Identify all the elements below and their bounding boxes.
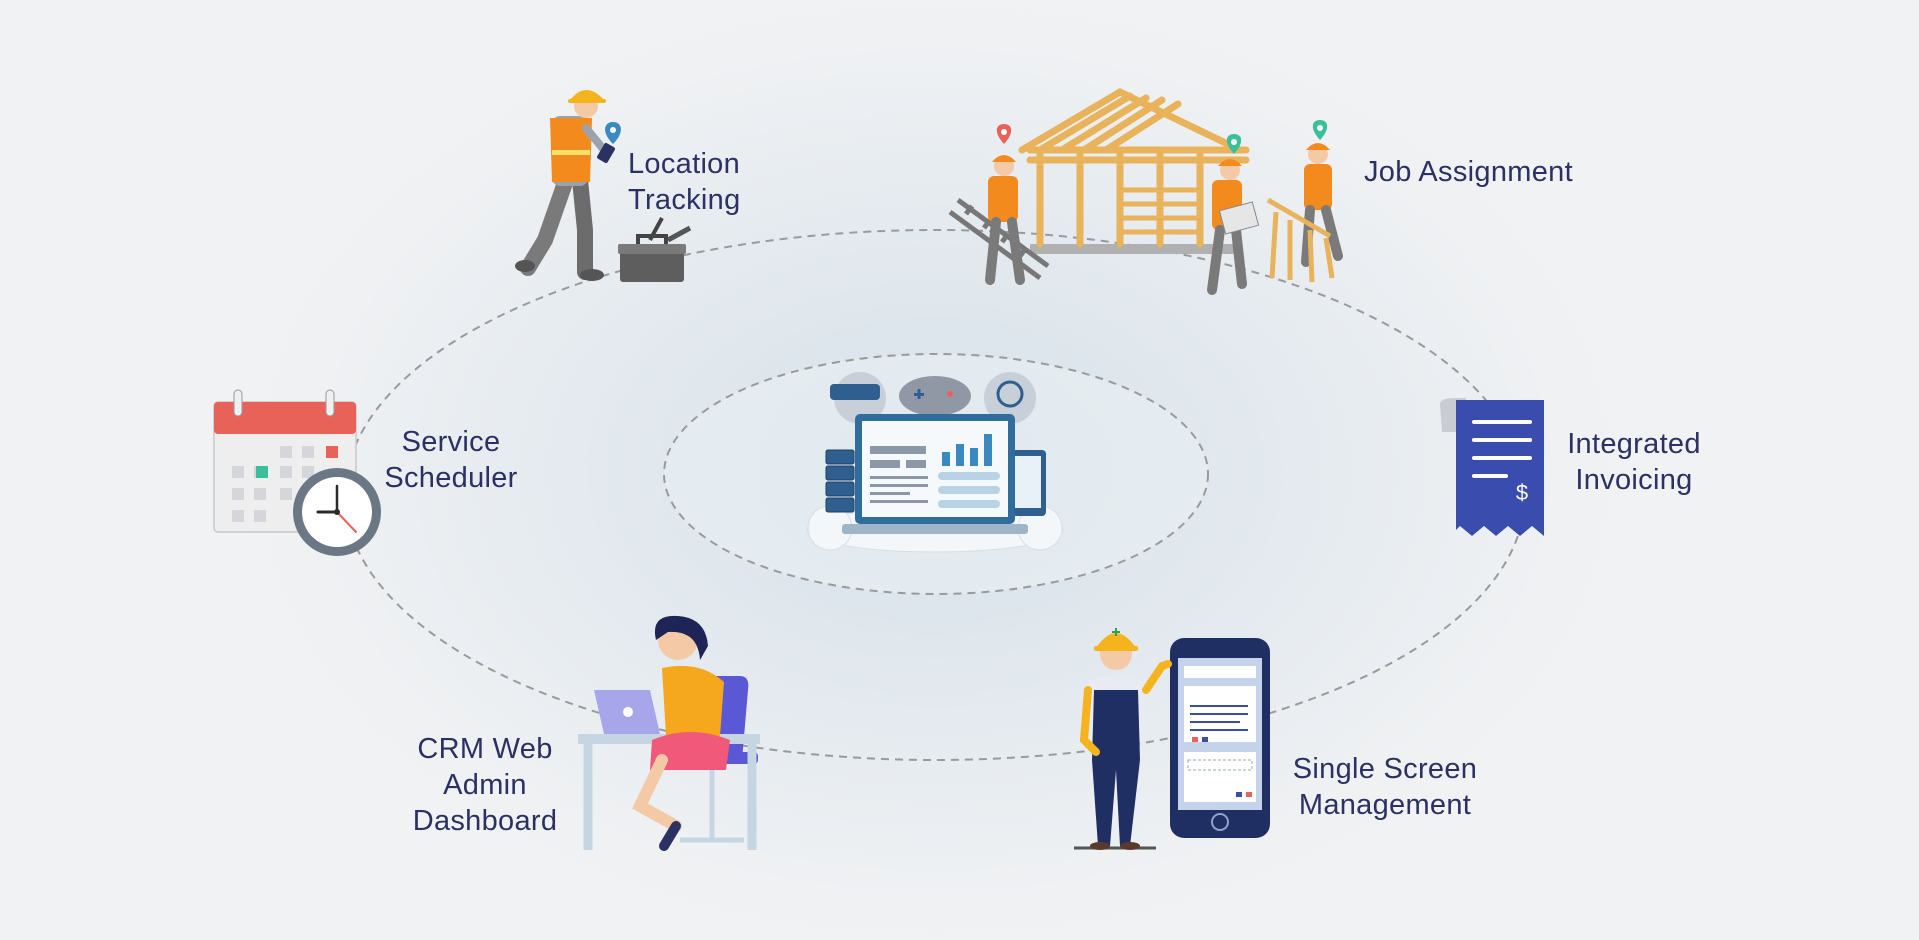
worker-with-phone-icon bbox=[1074, 628, 1270, 850]
label-single-screen-management: Single Screen Management bbox=[1278, 751, 1492, 823]
label-line: Single Screen bbox=[1292, 753, 1478, 785]
label-line: Integrated bbox=[1567, 428, 1701, 460]
cloud-dashboard-icon bbox=[806, 372, 1064, 553]
label-crm-web-admin-dashboard: CRM Web Admin Dashboard bbox=[398, 731, 572, 839]
worker-with-toolbox-icon bbox=[515, 90, 692, 282]
label-line: Location bbox=[628, 148, 741, 180]
calendar-clock-icon bbox=[213, 389, 381, 556]
label-line: Service bbox=[401, 426, 501, 458]
label-service-scheduler: Service Scheduler bbox=[376, 424, 526, 496]
invoice-receipt-icon: $ bbox=[1440, 398, 1544, 536]
label-job-assignment: Job Assignment bbox=[1364, 154, 1573, 190]
house-construction-icon bbox=[948, 88, 1343, 295]
label-location-tracking: Location Tracking bbox=[628, 146, 741, 218]
label-line: Management bbox=[1298, 789, 1472, 821]
label-line: Dashboard bbox=[412, 805, 558, 837]
label-line: Tracking bbox=[628, 184, 741, 216]
label-line: Admin bbox=[443, 769, 527, 801]
label-line: CRM Web bbox=[417, 733, 553, 765]
label-integrated-invoicing: Integrated Invoicing bbox=[1554, 426, 1714, 498]
label-line: Scheduler bbox=[384, 462, 518, 494]
label-line: Job Assignment bbox=[1364, 156, 1573, 188]
label-line: Invoicing bbox=[1575, 464, 1693, 496]
dollar-sign: $ bbox=[1516, 480, 1528, 505]
woman-at-laptop-icon bbox=[578, 615, 760, 851]
